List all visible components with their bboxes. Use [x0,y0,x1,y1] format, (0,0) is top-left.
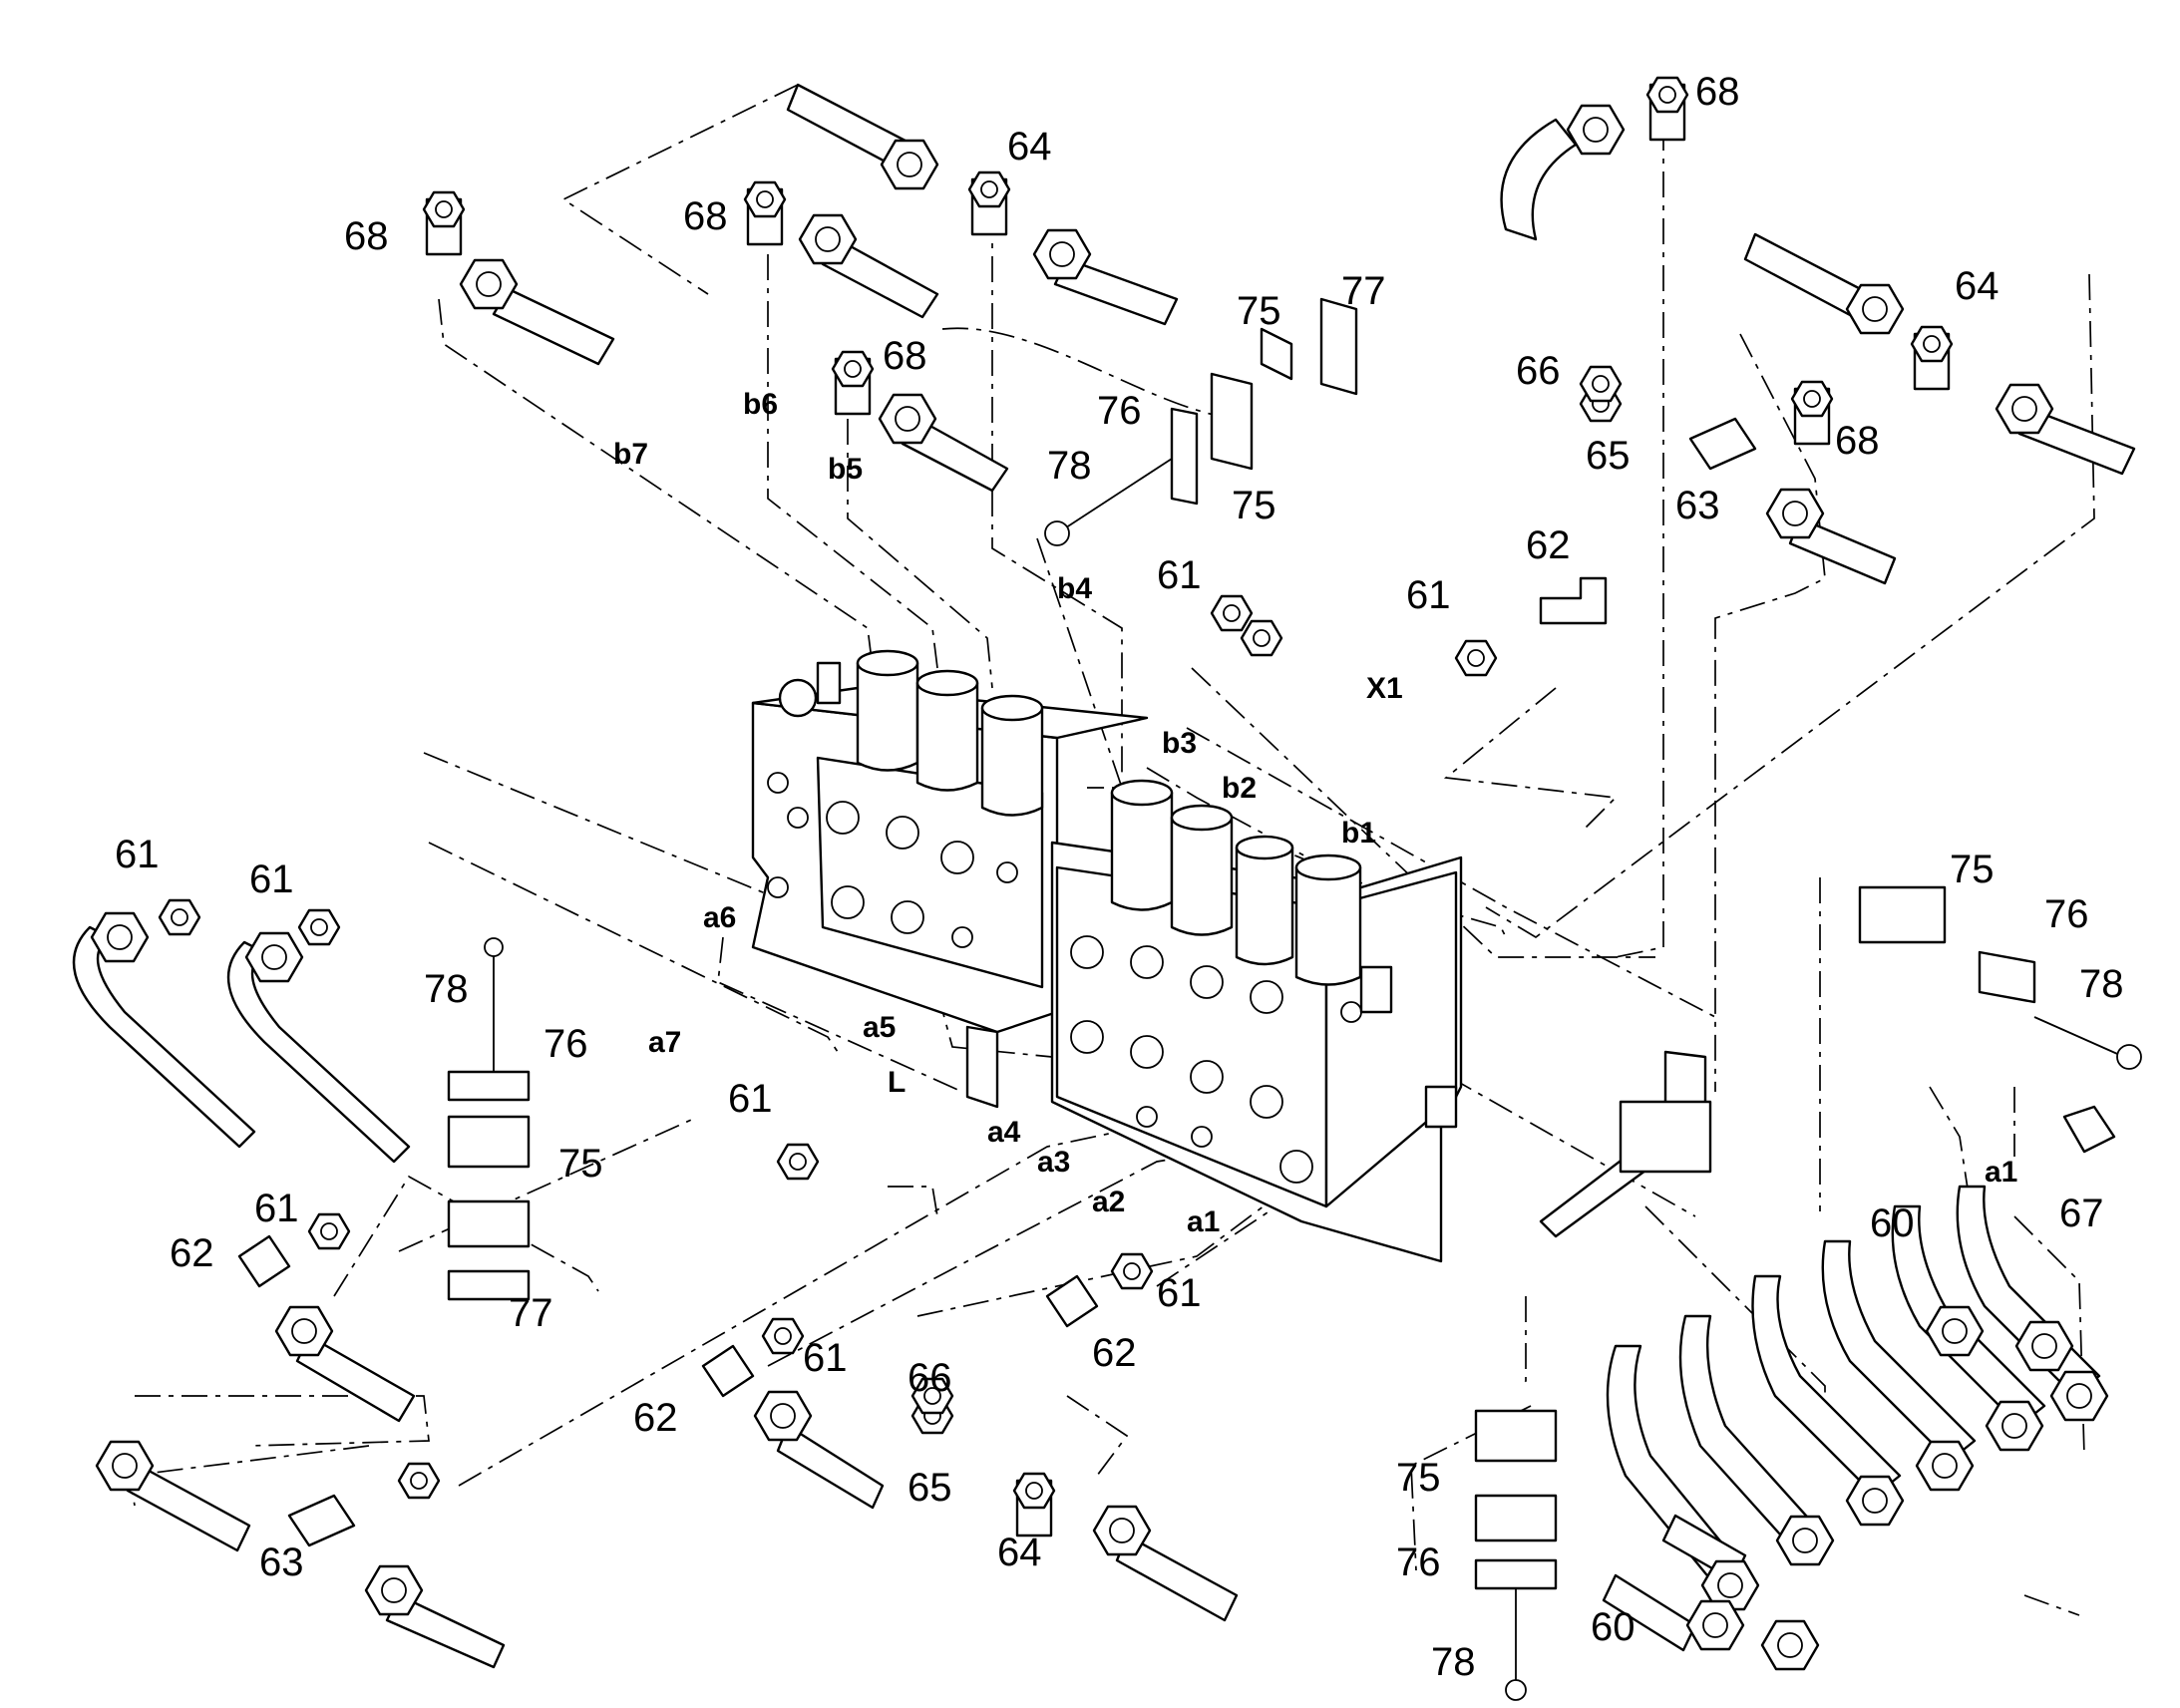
part-number-61: 61 [1157,553,1202,597]
part-number-61: 61 [728,1077,773,1121]
part-number-63: 63 [1675,484,1720,527]
part-number-75: 75 [558,1142,603,1186]
port-code-b7: b7 [613,438,648,471]
part-number-62: 62 [1092,1331,1137,1375]
valve-block-ports-left [767,772,1018,948]
part-number-77: 77 [1341,269,1386,313]
part-number-61: 61 [254,1187,299,1230]
part-number-64: 64 [1955,264,1999,308]
port-code-b6: b6 [743,388,778,421]
port-code-a7: a7 [648,1026,681,1059]
part-number-62: 62 [1526,523,1571,567]
port-code-l: L [888,1066,906,1099]
part-number-76: 76 [1097,389,1142,433]
port-code-a2: a2 [1092,1186,1125,1218]
part-number-77: 77 [509,1291,553,1335]
part-number-78: 78 [424,967,469,1011]
port-code-a1: a1 [1985,1156,2017,1189]
part-number-68: 68 [344,214,389,258]
part-number-labels: 68 64 68 68 68 68 68 64 66 65 63 75 77 7… [115,70,2124,1684]
part-number-61: 61 [1406,573,1451,617]
port-code-b1: b1 [1341,817,1376,850]
port-code-b5: b5 [828,453,863,486]
part-number-64: 64 [997,1531,1042,1574]
port-code-a5: a5 [863,1011,896,1044]
part-number-60: 60 [1870,1201,1915,1245]
part-number-65: 65 [1586,434,1631,478]
part-number-76: 76 [1396,1540,1441,1584]
part-number-76: 76 [2044,892,2089,936]
part-number-65: 65 [908,1466,952,1510]
part-number-68: 68 [683,194,728,238]
elbow-fittings [237,417,2116,1547]
part-number-75: 75 [1396,1456,1441,1500]
part-number-78: 78 [1431,1640,1476,1684]
part-number-76: 76 [544,1022,588,1066]
part-number-61: 61 [803,1336,848,1380]
valve-block-ports-right [1070,935,1362,1184]
port-code-x1: X1 [1366,672,1403,705]
part-number-78: 78 [1047,444,1092,488]
clamp-assemblies [447,297,2142,1701]
fittings [90,76,2116,1671]
solenoid-caps-left [778,649,1044,817]
control-valve-block [751,649,1463,1263]
part-number-62: 62 [633,1396,678,1440]
port-code-a1: a1 [1187,1205,1220,1238]
part-number-66: 66 [1516,349,1561,393]
part-number-68: 68 [883,334,927,378]
part-number-66: 66 [908,1356,952,1400]
part-number-67: 67 [2059,1192,2104,1235]
part-number-61: 61 [249,857,294,901]
port-code-b4: b4 [1057,572,1092,605]
port-code-a3: a3 [1037,1146,1070,1179]
part-number-61: 61 [115,833,160,876]
leader-lines [129,84,2095,1616]
part-number-75: 75 [1950,848,1995,891]
part-number-75: 75 [1232,484,1276,527]
port-code-b3: b3 [1162,727,1197,760]
port-code-a4: a4 [987,1116,1021,1149]
part-number-75: 75 [1237,289,1281,333]
part-number-61: 61 [1157,1271,1202,1315]
solenoid-caps-right [1110,779,1393,1014]
part-number-63: 63 [259,1540,304,1584]
part-number-78: 78 [2079,962,2124,1006]
part-number-68: 68 [1695,70,1740,114]
port-code-labels: b7 b6 b5 b4 b3 b2 b1 X1 a6 a7 a5 L a4 a3… [613,388,2017,1238]
tee-fittings [422,76,1954,1537]
part-number-68: 68 [1835,419,1880,463]
part-number-62: 62 [170,1231,214,1275]
port-code-b2: b2 [1222,772,1257,805]
port-code-a6: a6 [703,901,736,934]
part-number-60: 60 [1591,1605,1635,1649]
part-number-64: 64 [1007,125,1052,169]
